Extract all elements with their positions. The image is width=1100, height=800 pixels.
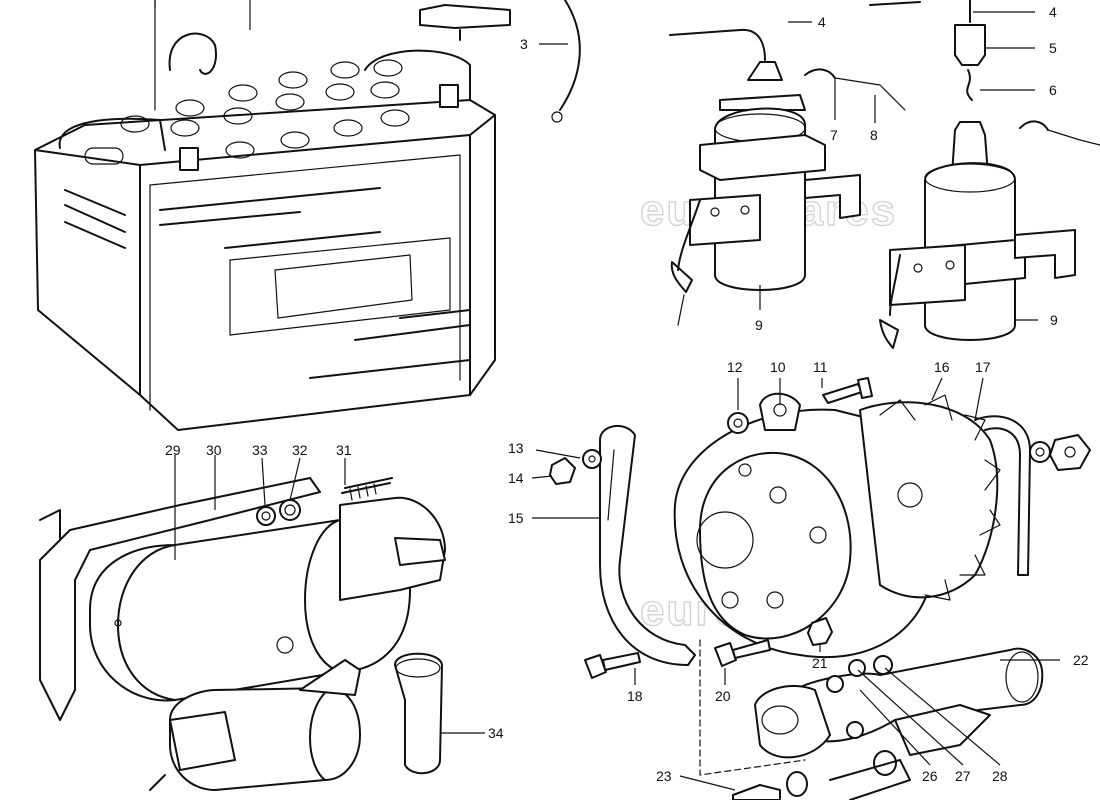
- callout-27: 27: [955, 768, 971, 784]
- callout-4-left: 4: [818, 14, 826, 30]
- alternator-icon: [549, 377, 1091, 800]
- callout-23: 23: [656, 768, 672, 784]
- callout-3: 3: [520, 36, 528, 52]
- callout-21: 21: [812, 655, 828, 671]
- ignition-coil-icon: [669, 0, 1100, 349]
- callout-6: 6: [1049, 82, 1057, 98]
- callout-34: 34: [488, 725, 504, 741]
- callout-9-left: 9: [755, 317, 763, 333]
- callout-12: 12: [727, 359, 743, 375]
- leader-lines: [154, 0, 1060, 791]
- callout-26: 26: [922, 768, 938, 784]
- callout-numbers: 3 4 4 5 6 7 8 9 9 12 10 11 16 17 13 14 1…: [165, 4, 1089, 784]
- callout-30: 30: [206, 442, 222, 458]
- callout-4-right: 4: [1049, 4, 1057, 20]
- callout-10: 10: [770, 359, 786, 375]
- callout-8: 8: [870, 127, 878, 143]
- callout-28: 28: [992, 768, 1008, 784]
- callout-5: 5: [1049, 40, 1057, 56]
- callout-7: 7: [830, 127, 838, 143]
- callout-33: 33: [252, 442, 268, 458]
- callout-17: 17: [975, 359, 991, 375]
- callout-18: 18: [627, 688, 643, 704]
- callout-31: 31: [336, 442, 352, 458]
- callout-14: 14: [508, 470, 524, 486]
- callout-9-right: 9: [1050, 312, 1058, 328]
- callout-13: 13: [508, 440, 524, 456]
- callout-20: 20: [715, 688, 731, 704]
- callout-29: 29: [165, 442, 181, 458]
- starter-motor-icon: [39, 477, 446, 791]
- callout-11: 11: [813, 359, 828, 375]
- battery-icon: [34, 0, 581, 431]
- callout-32: 32: [292, 442, 308, 458]
- callout-16: 16: [934, 359, 950, 375]
- callout-22: 22: [1073, 652, 1089, 668]
- callout-15: 15: [508, 510, 524, 526]
